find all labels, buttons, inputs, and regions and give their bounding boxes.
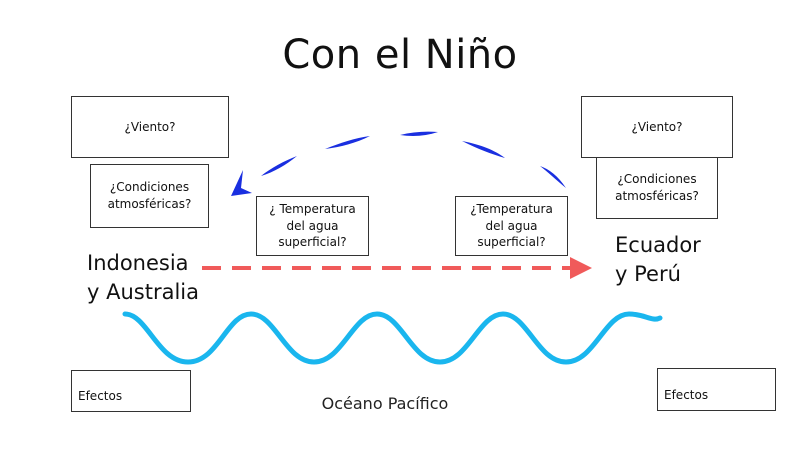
diagram-title: Con el Niño [282, 32, 518, 78]
wind-dash [540, 166, 566, 188]
wind-arrowhead [231, 170, 252, 196]
ocean-label: Océano Pacífico [321, 394, 449, 413]
right-conditions-box: ¿Condiciones atmosféricas? [596, 157, 718, 219]
ocean-wave [122, 311, 663, 365]
place-ecuador-peru: Ecuador y Perú [615, 233, 701, 286]
current-arrowhead [570, 257, 592, 279]
wind-dash [400, 131, 438, 136]
wind-dash [325, 136, 370, 149]
wind-arrow [231, 131, 566, 196]
right-temperature-box: ¿Temperatura del agua superficial? [455, 196, 568, 256]
wind-dash [462, 141, 505, 158]
place-indonesia-australia: Indonesia y Australia [87, 251, 199, 304]
right-wind-box: ¿Viento? [581, 96, 733, 158]
wind-dash [261, 156, 297, 176]
left-conditions-box: ¿Condiciones atmosféricas? [90, 164, 209, 228]
right-effects-box: Efectos [657, 368, 776, 411]
left-effects-box: Efectos [71, 370, 191, 412]
left-wind-box: ¿Viento? [71, 96, 229, 158]
left-temperature-box: ¿ Temperatura del agua superficial? [256, 196, 369, 256]
